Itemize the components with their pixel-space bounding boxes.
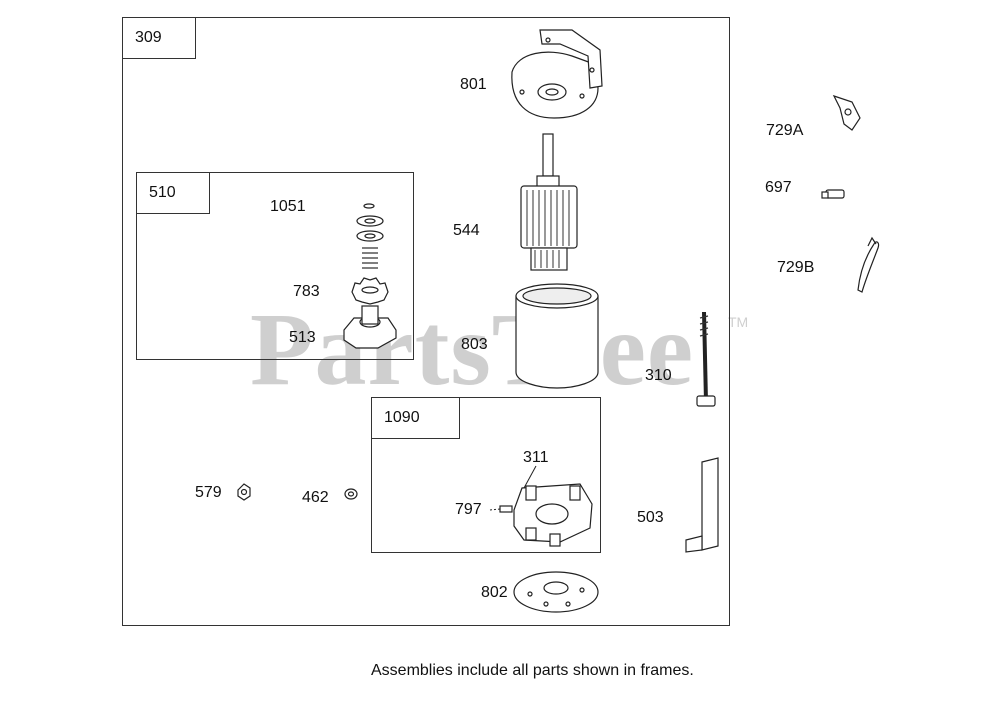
- label-697: 697: [765, 179, 792, 196]
- frame-510: [136, 172, 414, 360]
- leader-311: [523, 465, 537, 489]
- label-797: 797: [455, 501, 482, 518]
- part-544-armature: [520, 133, 578, 271]
- part-1051-retainer-stack: [356, 203, 384, 269]
- frame-1090: [371, 397, 601, 553]
- frame-510-tag: 510: [136, 172, 210, 214]
- part-579-nut: [237, 483, 251, 501]
- parts-tree-watermark: PartsTree: [250, 292, 695, 407]
- label-311: 311: [523, 449, 549, 466]
- part-503-bracket: [685, 457, 719, 553]
- frame-1090-tag: 1090: [371, 397, 460, 439]
- part-803-housing: [515, 283, 599, 389]
- label-513: 513: [289, 329, 316, 346]
- label-729b: 729B: [777, 259, 815, 276]
- main-frame-tag: 309: [122, 17, 196, 59]
- part-311-brush-holder: [513, 483, 593, 547]
- part-462-nut: [344, 488, 358, 500]
- label-802: 802: [481, 584, 508, 601]
- part-797-screw: [499, 505, 513, 513]
- label-579: 579: [195, 484, 222, 501]
- part-729b-tie: [857, 236, 880, 293]
- part-513-clutch: [343, 305, 397, 349]
- part-801-end-plate: [511, 29, 603, 119]
- part-802-end-cap: [513, 571, 599, 613]
- part-729a-clip: [832, 94, 861, 131]
- watermark-trademark: TM: [728, 314, 749, 330]
- label-783: 783: [293, 283, 320, 300]
- assemblies-footnote: Assemblies include all parts shown in fr…: [371, 662, 694, 679]
- main-frame: [122, 17, 730, 626]
- label-803: 803: [461, 336, 488, 353]
- part-697-screw: [821, 189, 845, 199]
- label-310: 310: [645, 367, 672, 384]
- leader-797: [489, 508, 501, 511]
- label-729a: 729A: [766, 122, 804, 139]
- part-310-through-bolt: [696, 311, 716, 407]
- label-801: 801: [460, 76, 487, 93]
- part-783-pinion-gear: [351, 277, 389, 305]
- label-544: 544: [453, 222, 480, 239]
- label-503: 503: [637, 509, 664, 526]
- label-1051: 1051: [270, 198, 306, 215]
- label-462: 462: [302, 489, 329, 506]
